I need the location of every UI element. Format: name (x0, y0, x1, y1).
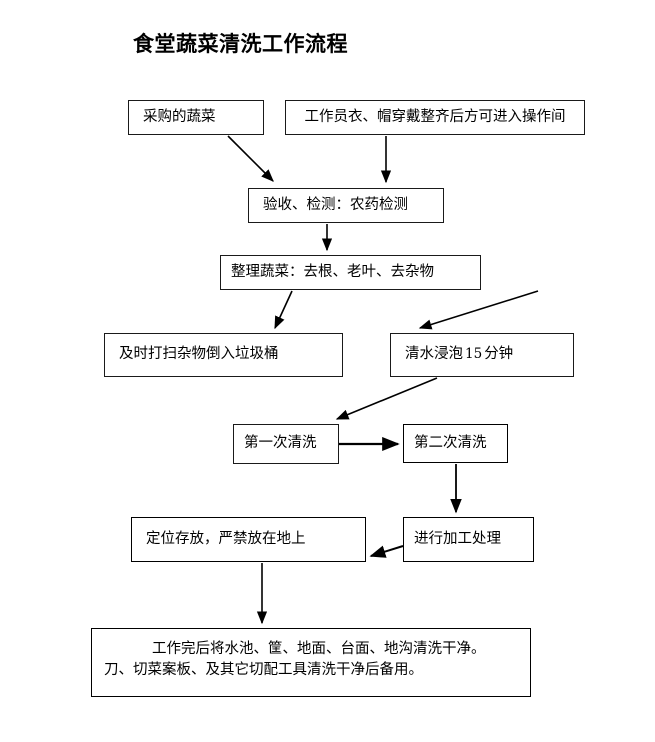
node-soak-prefix: 清水浸泡 (405, 346, 463, 363)
node-uniform[interactable]: 工作员衣、帽穿戴整齐后方可进入操作间 (285, 100, 585, 135)
node-cleanup-line-2: 刀、切菜案板、及其它切配工具清洗干净后备用。 (104, 662, 423, 679)
node-store[interactable]: 定位存放，严禁放在地上 (131, 517, 366, 562)
node-cleanup-line-1: 工作完后将水池、筐、地面、台面、地沟清洗干净。 (152, 641, 486, 657)
node-trim[interactable]: 整理蔬菜：去根、老叶、去杂物 (220, 255, 481, 290)
page-title: 食堂蔬菜清洗工作流程 (133, 32, 348, 56)
node-wash-first[interactable]: 第一次清洗 (233, 424, 339, 464)
node-purchase[interactable]: 采购的蔬菜 (128, 100, 264, 135)
node-wash-second[interactable]: 第二次清洗 (403, 424, 508, 463)
node-waste-label: 及时打扫杂物倒入垃圾桶 (119, 346, 279, 363)
node-cleanup[interactable]: 工作完后将水池、筐、地面、台面、地沟清洗干净。 刀、切菜案板、及其它切配工具清洗… (91, 628, 531, 697)
node-inspect[interactable]: 验收、检测：农药检测 (248, 188, 444, 223)
edge-process-to-store (369, 545, 404, 558)
edge-soak-to-wash1 (335, 377, 438, 420)
node-purchase-label: 采购的蔬菜 (143, 108, 216, 125)
node-inspect-label: 验收、检测：农药检测 (263, 196, 408, 213)
node-wash-second-label: 第二次清洗 (414, 434, 487, 451)
node-soak-suffix: 分钟 (484, 346, 514, 363)
node-wash-first-label: 第一次清洗 (244, 435, 317, 452)
edge-purchase-to-inspect (227, 135, 274, 182)
node-waste[interactable]: 及时打扫杂物倒入垃圾桶 (104, 333, 343, 377)
node-uniform-label: 工作员衣、帽穿戴整齐后方可进入操作间 (304, 108, 566, 125)
node-store-label: 定位存放，严禁放在地上 (146, 530, 306, 547)
edge-trim-to-waste (274, 290, 293, 330)
node-trim-label: 整理蔬菜：去根、老叶、去杂物 (231, 263, 434, 280)
node-soak-minutes: 15 (465, 346, 483, 363)
node-process-label: 进行加工处理 (414, 530, 501, 547)
edge-trim-to-soak (418, 290, 539, 330)
node-process[interactable]: 进行加工处理 (403, 517, 534, 562)
